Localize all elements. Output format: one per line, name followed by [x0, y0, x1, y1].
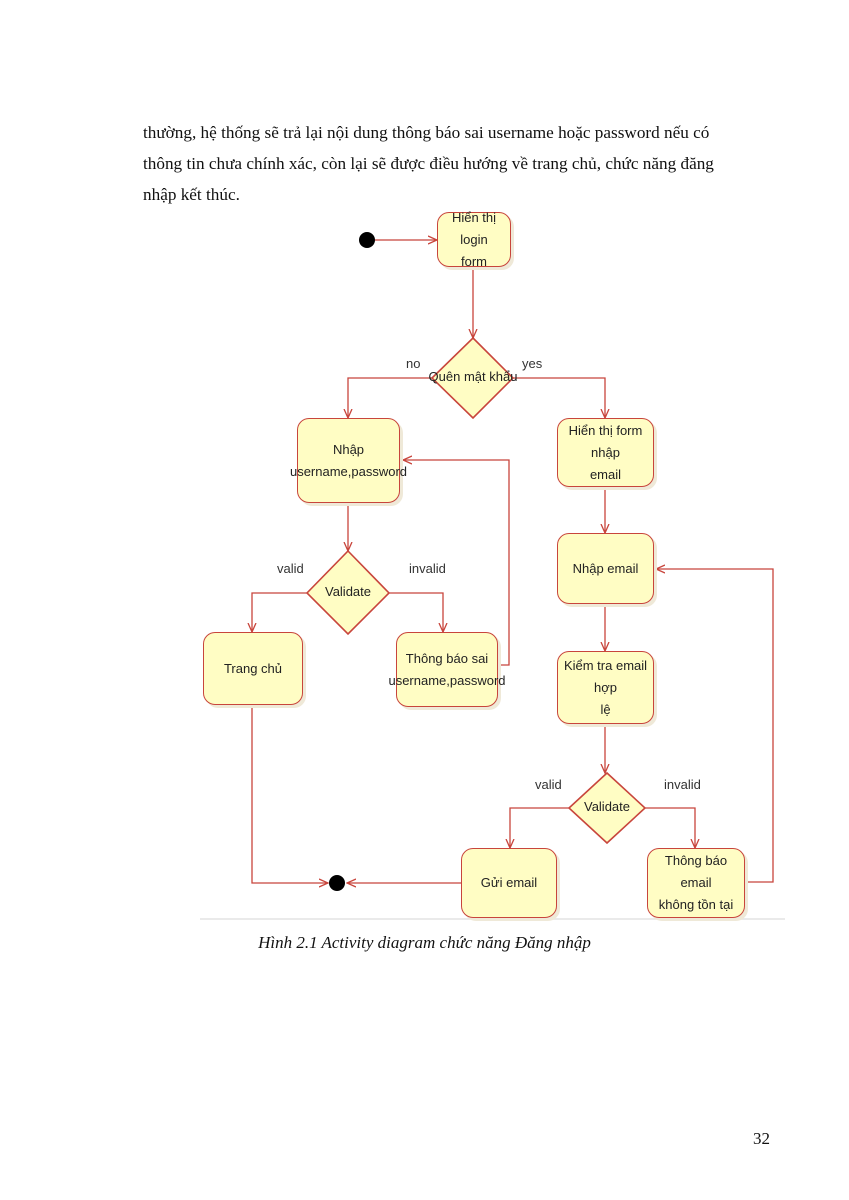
edge-email-valid	[510, 807, 569, 848]
edge-validate-valid	[252, 592, 307, 632]
edge-validate-invalid	[389, 592, 443, 632]
node-send-email: Gửi email	[461, 848, 557, 918]
decision-validate-email	[567, 771, 647, 845]
start-node	[359, 232, 375, 248]
edge-label-no: no	[406, 356, 421, 371]
edge-decision-no	[348, 377, 432, 418]
edge-emailerror-loop	[656, 569, 774, 883]
edge-label-invalid-login: invalid	[409, 561, 446, 576]
edge-label-valid-login: valid	[277, 561, 304, 576]
node-home: Trang chủ	[203, 632, 303, 705]
diagram-connectors	[200, 232, 785, 920]
edge-home-to-end	[251, 705, 328, 883]
paragraph-line: nhập kết thúc.	[143, 185, 240, 204]
decision-validate-login	[305, 549, 391, 636]
paragraph-line: thường, hệ thống sẽ trả lại nội dung thô…	[143, 123, 710, 142]
end-node	[329, 875, 345, 891]
edge-label-yes: yes	[522, 356, 543, 371]
decision-label-validate-login: Validate	[324, 584, 371, 599]
paragraph-line: thông tin chưa chính xác, còn lại sẽ đượ…	[143, 154, 714, 173]
edge-email-invalid	[645, 807, 695, 848]
page-number: 32	[753, 1129, 770, 1148]
edge-label-valid-email: valid	[535, 777, 562, 792]
decision-label-forgot-password: Quên mật khẩu	[428, 369, 518, 384]
edge-error-loop	[403, 460, 510, 666]
body-paragraph: thường, hệ thống sẽ trả lại nội dung thô…	[143, 117, 771, 210]
decision-label-validate-email: Validate	[583, 799, 630, 814]
node-enter-email: Nhập email	[557, 533, 654, 604]
edge-decision-yes	[513, 377, 605, 418]
figure-caption: Hình 2.1 Activity diagram chức năng Đăng…	[258, 933, 591, 952]
decision-forgot-password	[430, 336, 515, 420]
edge-label-invalid-email: invalid	[664, 777, 701, 792]
